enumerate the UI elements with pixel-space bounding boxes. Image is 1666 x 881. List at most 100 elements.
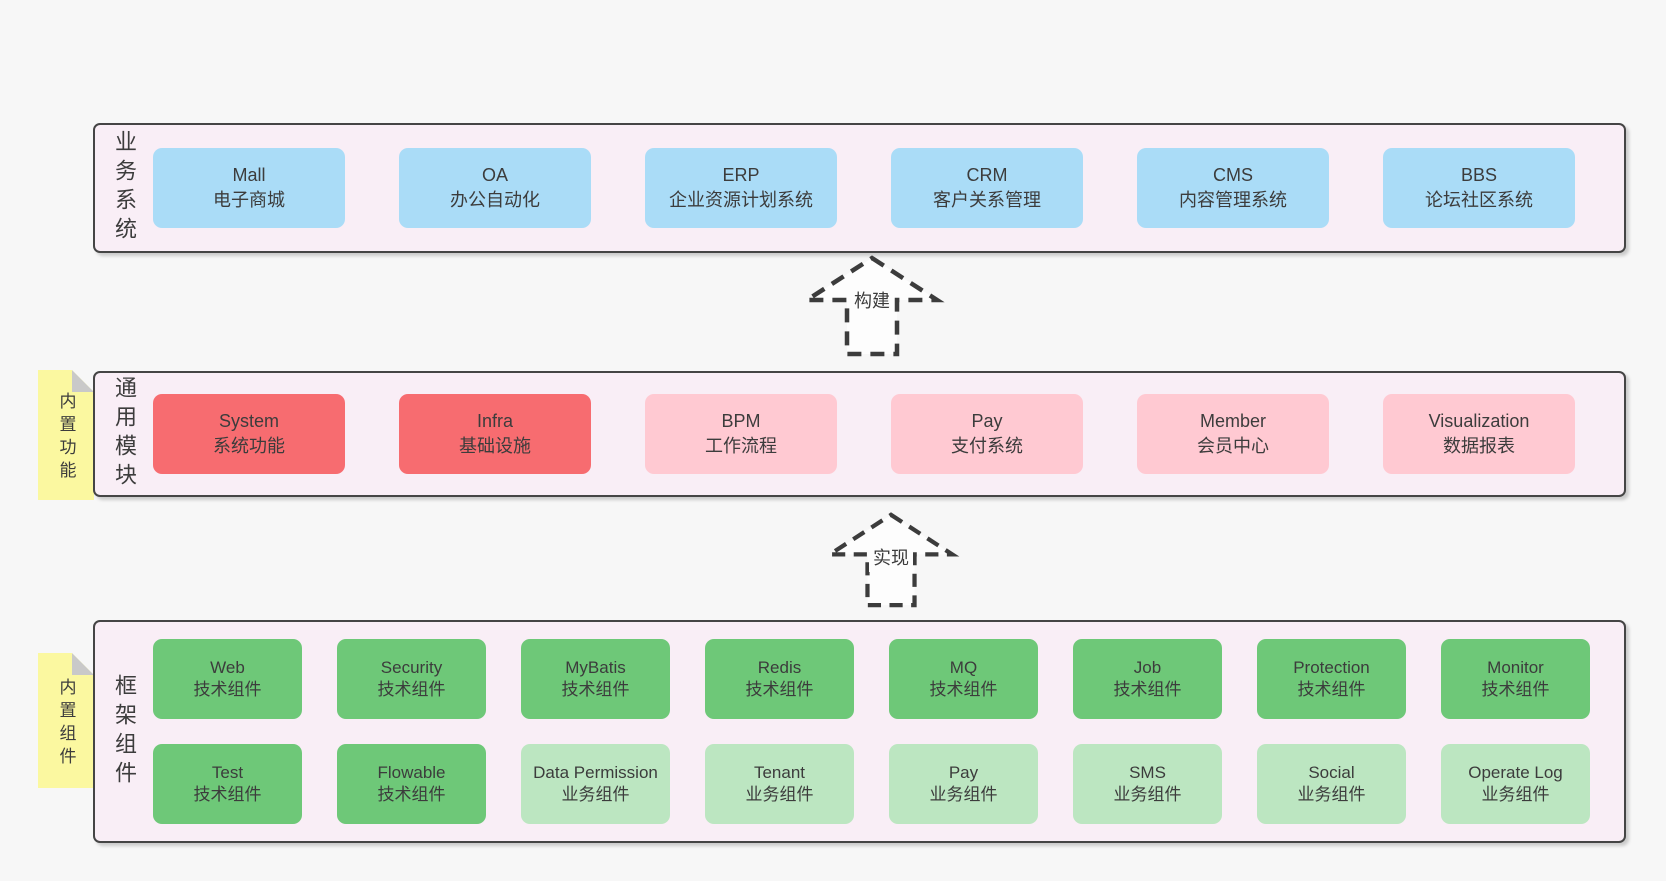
box-monitor: Monitor 技术组件 <box>1441 639 1590 719</box>
box-title: Mall <box>232 164 266 185</box>
box-subtitle: 基础设施 <box>459 436 531 456</box>
box-title: ERP <box>722 164 760 185</box>
box-title: MyBatis <box>565 657 626 677</box>
box-title: Protection <box>1293 657 1370 677</box>
band-business-systems-content: Mall 电子商城 OA 办公自动化 ERP 企业资源计划系统 CRM 客户关系… <box>153 125 1624 251</box>
box-pay-business: Pay 业务组件 <box>889 744 1038 824</box>
box-subtitle: 论坛社区系统 <box>1425 190 1533 210</box>
band-label-common-modules: 通用模块 <box>112 376 137 492</box>
box-web: Web 技术组件 <box>153 639 302 719</box>
box-subtitle: 系统功能 <box>213 436 285 456</box>
box-member: Member 会员中心 <box>1137 394 1329 474</box>
box-subtitle: 技术组件 <box>745 680 814 699</box>
box-title: OA <box>481 164 508 185</box>
note-fold-corner-icon <box>72 653 94 675</box>
box-visualization: Visualization 数据报表 <box>1383 394 1575 474</box>
box-subtitle: 技术组件 <box>193 785 262 804</box>
box-system: System 系统功能 <box>153 394 345 474</box>
box-title: Pay <box>971 410 1003 431</box>
arrow-build: 构建 <box>799 255 945 357</box>
box-title: System <box>218 410 279 431</box>
box-title: Data Permission <box>533 762 658 782</box>
box-data-permission: Data Permission 业务组件 <box>521 744 670 824</box>
note-text: 内置功能 <box>56 392 76 484</box>
box-security: Security 技术组件 <box>337 639 486 719</box>
box-title: MQ <box>949 657 978 677</box>
box-redis: Redis 技术组件 <box>705 639 854 719</box>
box-bpm: BPM 工作流程 <box>645 394 837 474</box>
box-subtitle: 数据报表 <box>1443 436 1515 456</box>
box-test: Test 技术组件 <box>153 744 302 824</box>
box-mall: Mall 电子商城 <box>153 148 345 228</box>
box-subtitle: 业务组件 <box>745 785 814 804</box>
box-title: Web <box>210 657 245 677</box>
box-subtitle: 业务组件 <box>1113 785 1182 804</box>
band-common-modules: 通用模块 System 系统功能 Infra 基础设施 BPM 工作流程 Pay… <box>93 371 1626 497</box>
box-operate-log: Operate Log 业务组件 <box>1441 744 1590 824</box>
sticky-note-built-in-features: 内置功能 <box>38 370 94 500</box>
band-framework-components: 框架组件 Web 技术组件 Security 技术组件 MyBatis 技术组件… <box>93 620 1626 843</box>
box-erp: ERP 企业资源计划系统 <box>645 148 837 228</box>
box-title: BPM <box>721 410 761 431</box>
arrow-implement-label: 实现 <box>869 542 913 572</box>
box-title: Operate Log <box>1468 762 1563 782</box>
box-subtitle: 业务组件 <box>929 785 998 804</box>
box-title: Pay <box>948 762 979 782</box>
box-title: Tenant <box>753 762 806 782</box>
box-title: Redis <box>757 657 802 677</box>
box-social: Social 业务组件 <box>1257 744 1406 824</box>
note-text: 内置组件 <box>56 677 76 770</box>
box-subtitle: 技术组件 <box>193 680 262 699</box>
band-label-business-systems: 业务系统 <box>112 130 137 246</box>
sticky-note-built-in-components: 内置组件 <box>38 653 94 788</box>
box-cms: CMS 内容管理系统 <box>1137 148 1329 228</box>
box-subtitle: 客户关系管理 <box>933 190 1041 210</box>
box-subtitle: 电子商城 <box>213 190 285 210</box>
band-common-modules-content: System 系统功能 Infra 基础设施 BPM 工作流程 Pay 支付系统… <box>153 373 1624 495</box>
box-subtitle: 技术组件 <box>1113 680 1182 699</box>
box-mybatis: MyBatis 技术组件 <box>521 639 670 719</box>
box-subtitle: 技术组件 <box>377 785 446 804</box>
box-subtitle: 技术组件 <box>377 680 446 699</box>
box-subtitle: 技术组件 <box>1297 680 1366 699</box>
band-business-systems: 业务系统 Mall 电子商城 OA 办公自动化 ERP 企业资源计划系统 CRM… <box>93 123 1626 253</box>
box-flowable: Flowable 技术组件 <box>337 744 486 824</box>
box-title: Social <box>1308 762 1355 782</box>
arrow-build-label: 构建 <box>850 285 894 315</box>
box-title: CMS <box>1213 164 1253 185</box>
box-subtitle: 内容管理系统 <box>1179 190 1287 210</box>
box-title: BBS <box>1460 164 1498 185</box>
box-title: Member <box>1199 410 1266 431</box>
box-subtitle: 业务组件 <box>561 785 630 804</box>
box-title: Monitor <box>1487 657 1544 677</box>
box-title: Security <box>380 657 443 677</box>
box-crm: CRM 客户关系管理 <box>891 148 1083 228</box>
box-subtitle: 会员中心 <box>1197 436 1269 456</box>
box-subtitle: 业务组件 <box>1481 785 1550 804</box>
box-sms: SMS 业务组件 <box>1073 744 1222 824</box>
box-oa: OA 办公自动化 <box>399 148 591 228</box>
box-title: SMS <box>1129 762 1166 782</box>
box-subtitle: 技术组件 <box>929 680 998 699</box>
box-title: Visualization <box>1428 410 1530 431</box>
box-subtitle: 办公自动化 <box>450 190 540 210</box>
box-subtitle: 支付系统 <box>951 436 1023 456</box>
box-title: Test <box>211 762 244 782</box>
box-subtitle: 工作流程 <box>705 436 777 456</box>
box-subtitle: 技术组件 <box>561 680 630 699</box>
box-title: Job <box>1133 657 1162 677</box>
box-subtitle: 企业资源计划系统 <box>669 190 813 210</box>
note-fold-corner-icon <box>72 370 94 392</box>
box-bbs: BBS 论坛社区系统 <box>1383 148 1575 228</box>
arrow-implement: 实现 <box>822 512 960 608</box>
band-framework-components-content: Web 技术组件 Security 技术组件 MyBatis 技术组件 Redi… <box>153 622 1624 841</box>
box-infra: Infra 基础设施 <box>399 394 591 474</box>
box-title: CRM <box>966 164 1008 185</box>
box-mq: MQ 技术组件 <box>889 639 1038 719</box>
box-job: Job 技术组件 <box>1073 639 1222 719</box>
box-tenant: Tenant 业务组件 <box>705 744 854 824</box>
band-label-framework-components: 框架组件 <box>112 673 137 790</box>
box-title: Flowable <box>377 762 446 782</box>
box-title: Infra <box>476 410 514 431</box>
